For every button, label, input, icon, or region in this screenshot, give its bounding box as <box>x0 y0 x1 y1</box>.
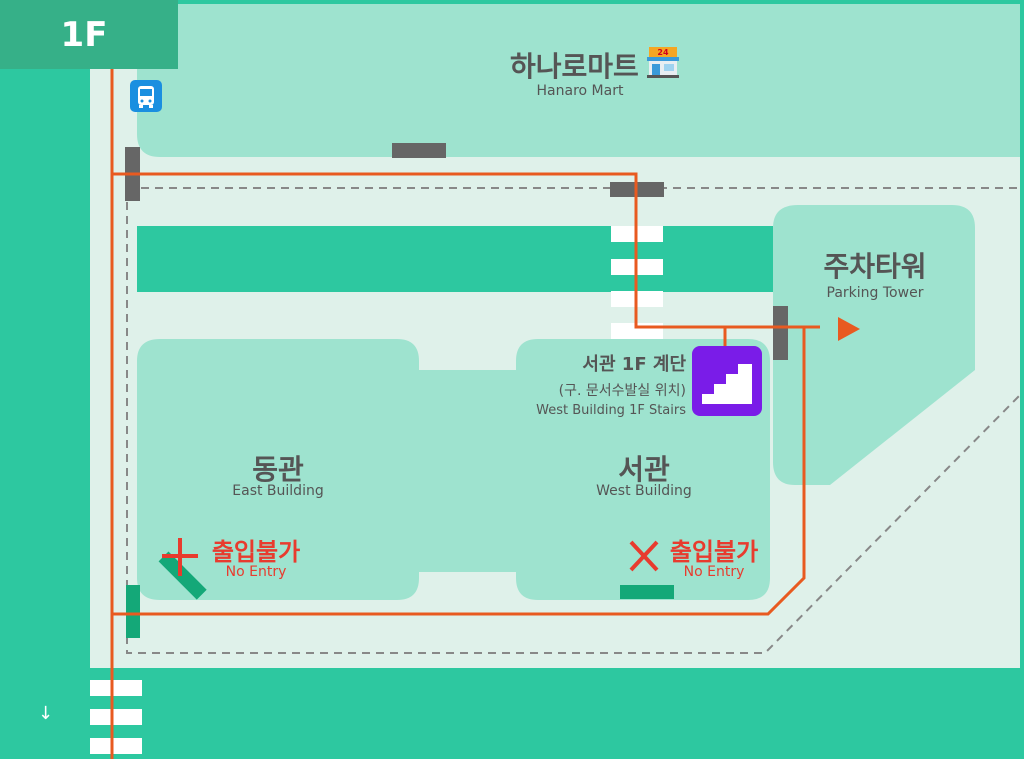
left-road <box>0 69 90 759</box>
east-building-name-ko: 동관 <box>252 453 304 486</box>
store-badge: 24 <box>657 48 669 57</box>
no-entry-west-ko: 출입불가 <box>669 538 759 566</box>
stairs-icon <box>692 346 762 416</box>
floor-tag: 1F <box>0 0 178 69</box>
parking-name-en: Parking Tower <box>826 285 924 301</box>
route-arrow-icon <box>838 317 860 341</box>
closed-entrances <box>126 551 674 638</box>
crosswalk-bottom <box>90 680 142 754</box>
top-border <box>90 0 1024 4</box>
stairs-name-en: West Building 1F Stairs <box>536 403 686 418</box>
mart-name-ko: 하나로마트 <box>510 50 639 83</box>
east-building-block <box>137 339 770 600</box>
stairs-title-ko: 서관 1F 계단 <box>582 354 686 375</box>
mart-name-en: Hanaro Mart <box>536 83 624 99</box>
convenience-store-icon: 24 <box>645 45 681 79</box>
hanaro-mart-block <box>137 4 1020 157</box>
floor-label: 1F <box>60 14 108 55</box>
no-entry-west-en: No Entry <box>683 564 745 580</box>
right-border <box>1020 0 1024 668</box>
no-entry-east-en: No Entry <box>225 564 287 580</box>
bottom-road <box>90 668 1024 759</box>
no-entry-east-ko: 출입불가 <box>211 538 301 566</box>
middle-road <box>137 226 773 292</box>
west-building-name-ko: 서관 <box>618 453 670 486</box>
east-building-name-en: East Building <box>232 483 324 499</box>
parking-tower-block <box>773 205 975 485</box>
entrance-open-icon <box>162 538 198 576</box>
stairs-subtitle-ko: (구. 문서수발실 위치) <box>558 383 686 399</box>
dashed-perimeter <box>126 187 1021 654</box>
entrance-closed-icon <box>629 540 659 572</box>
route-lines <box>110 69 820 759</box>
bus-icon <box>130 80 162 112</box>
down-arrow-icon: ↓ <box>38 703 54 724</box>
west-building-name-en: West Building <box>596 483 692 499</box>
parking-name-ko: 주차타워 <box>823 250 927 283</box>
